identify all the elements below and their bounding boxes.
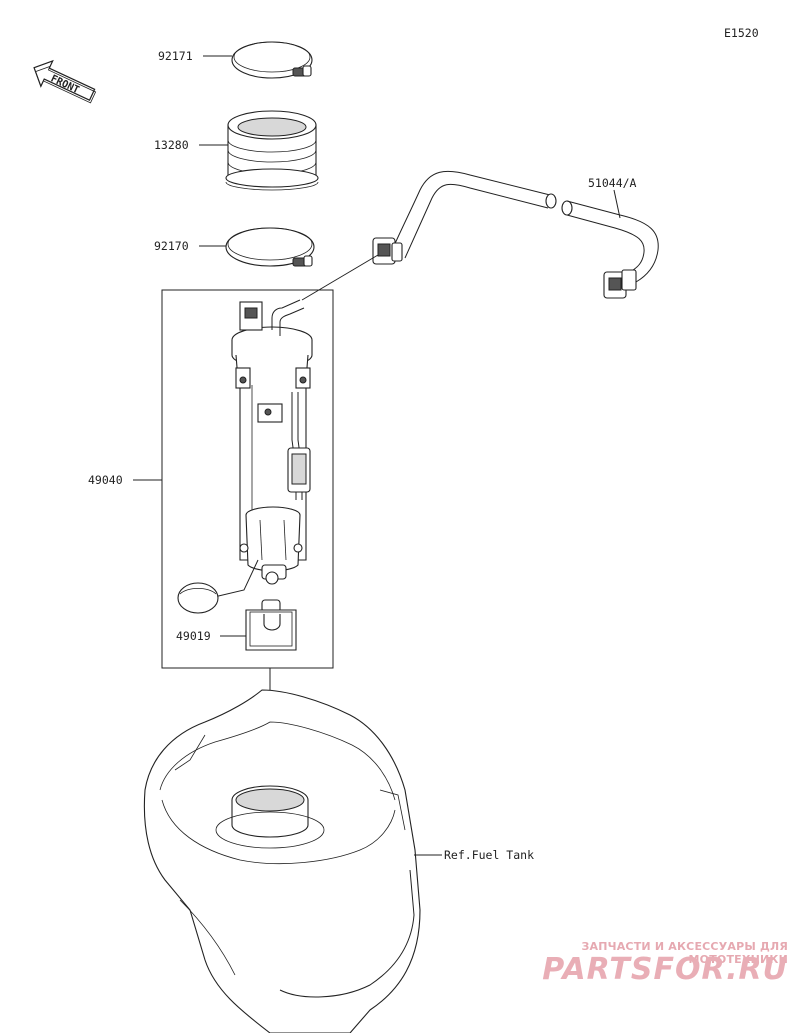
label-49040: 49040: [88, 473, 123, 487]
filter-49019: [245, 599, 297, 651]
diagram-code: E1520: [724, 26, 759, 40]
watermark-tagline: ЗАПЧАСТИ И АКСЕССУАРЫ ДЛЯ МОТОТЕХНИКИ: [581, 940, 788, 966]
label-13280: 13280: [154, 138, 189, 152]
fuel-tank: [143, 689, 421, 1033]
gasket-13280: [225, 110, 319, 191]
label-51044A: 51044/A: [588, 176, 637, 190]
clamp-92170: [225, 227, 315, 267]
watermark-logo: PARTSFOR.RU: [542, 952, 788, 987]
front-arrow-icon: FRONT: [33, 59, 97, 104]
assembly-frame: [161, 289, 334, 669]
leader-hose-to-pump: [301, 254, 379, 301]
fuel-hose-51044A: [372, 170, 659, 299]
clamp-92171: [231, 41, 313, 79]
label-49019: 49019: [176, 629, 211, 643]
label-92170: 92170: [154, 239, 189, 253]
label-92171: 92171: [158, 49, 193, 63]
label-fuel-tank: Ref.Fuel Tank: [444, 848, 534, 862]
fuel-pump-49040: [177, 299, 313, 614]
leader-51044A: [613, 189, 621, 219]
